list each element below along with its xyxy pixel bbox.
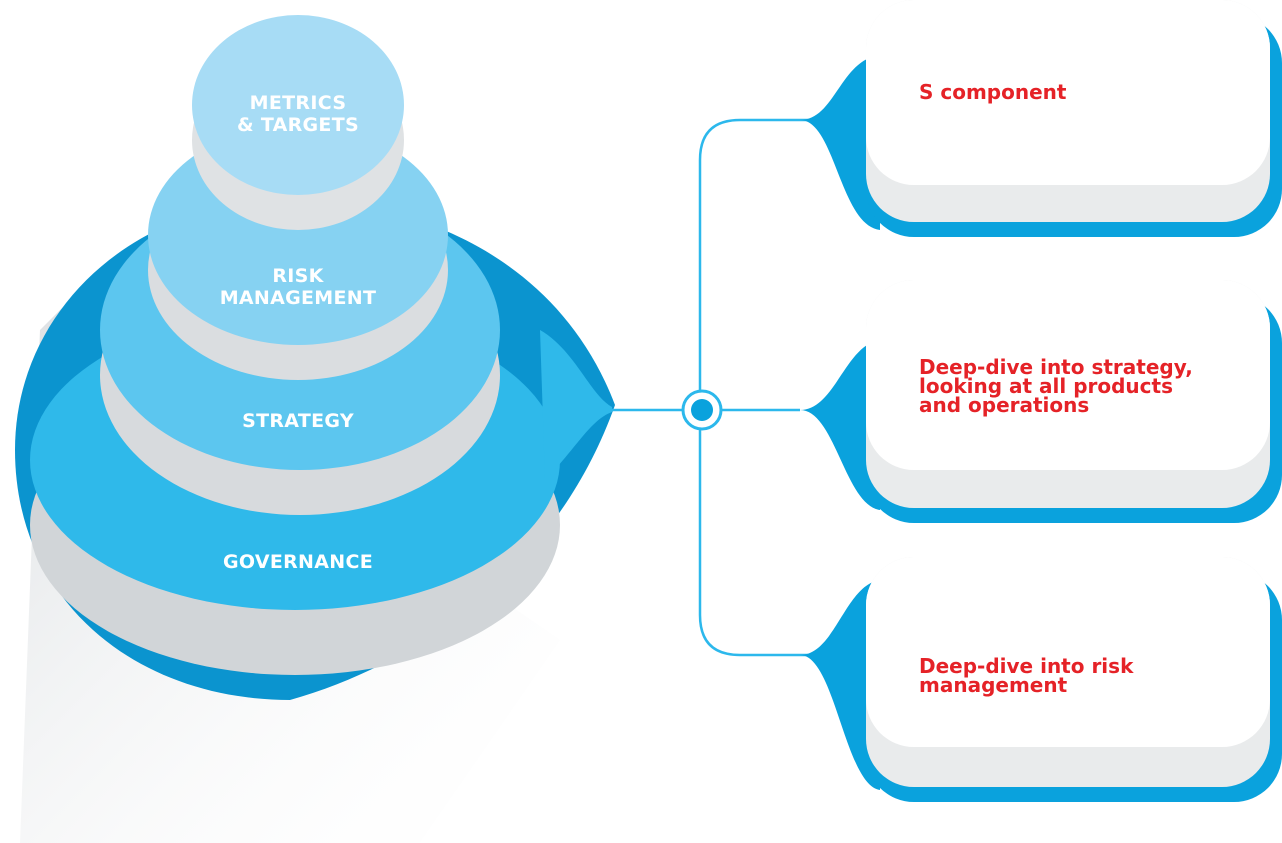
tier-label-strategy: STRATEGY xyxy=(242,410,354,432)
card-risk-deep-dive-shape xyxy=(800,557,1282,802)
card-strategy-deep-dive-shape xyxy=(800,280,1282,523)
hub-icon xyxy=(681,389,723,431)
connector-lines xyxy=(610,118,860,657)
pyramid-pointer xyxy=(540,330,612,480)
tier-label-risk-management: RISK MANAGEMENT xyxy=(219,265,377,309)
card-text-risk-deep-dive: Deep-dive into risk management xyxy=(919,654,1134,697)
card-text-s-component: S component xyxy=(919,80,1067,104)
card-s-component-shape xyxy=(800,0,1282,237)
tier-label-metrics-targets: METRICS & TARGETS xyxy=(237,92,359,136)
card-text-strategy-deep-dive: Deep-dive into strategy, looking at all … xyxy=(919,355,1193,417)
tier-metrics-targets-shape xyxy=(192,15,404,230)
tier-label-governance: GOVERNANCE xyxy=(223,551,373,573)
